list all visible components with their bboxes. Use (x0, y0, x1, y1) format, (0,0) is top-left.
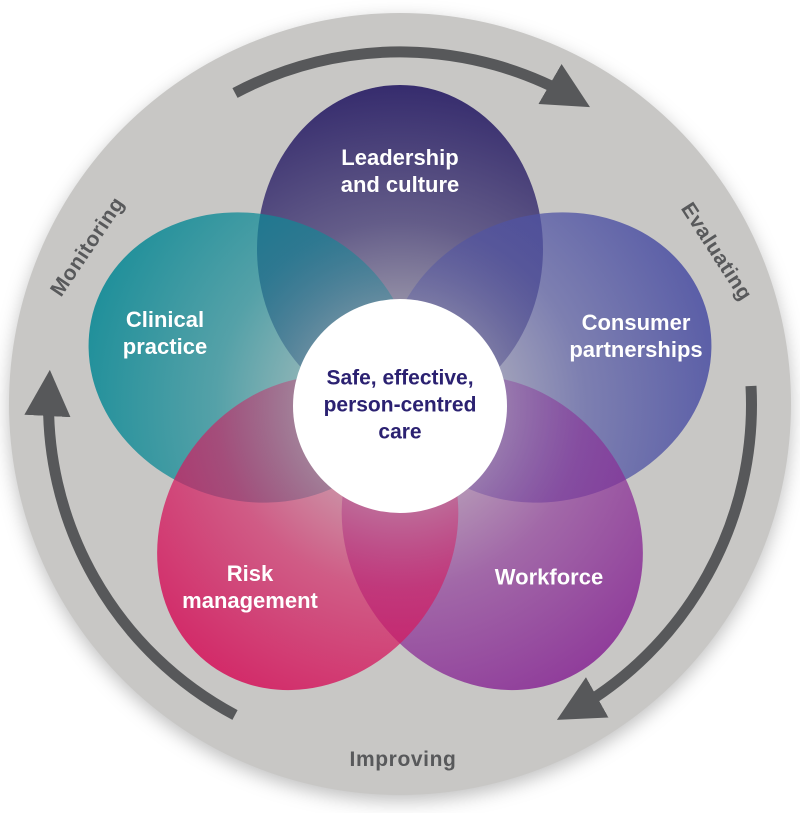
label-line: and culture (340, 172, 460, 197)
label-line: Consumer (581, 310, 691, 336)
label-consumer-partnerships: Consumer partnerships (569, 310, 702, 364)
label-line: partnerships (569, 337, 703, 362)
label-improving: Improving (349, 748, 457, 771)
label-line: person-centred (323, 393, 477, 417)
label-line: Clinical (125, 307, 205, 333)
label-line: Risk (226, 561, 274, 587)
cycle-arrow-left-icon (24, 369, 238, 720)
cycle-arrow-right-icon (556, 385, 757, 720)
label-line: management (182, 588, 318, 613)
label-line: practice (122, 334, 208, 359)
label-risk-management: Risk management (182, 561, 318, 615)
label-workforce: Workforce (495, 565, 603, 592)
label-clinical-practice: Clinical practice (123, 307, 207, 361)
cycle-arrow-top-icon (232, 46, 591, 108)
label-line: care (378, 420, 422, 444)
label-line: Safe, effective, (326, 366, 474, 390)
center-circle (293, 299, 507, 513)
label-leadership-and-culture: Leadership and culture (341, 145, 460, 199)
label-line: Leadership (341, 145, 459, 171)
label-center-care: Safe, effective, person-centred care (324, 366, 477, 447)
label-line: Workforce (494, 564, 604, 590)
